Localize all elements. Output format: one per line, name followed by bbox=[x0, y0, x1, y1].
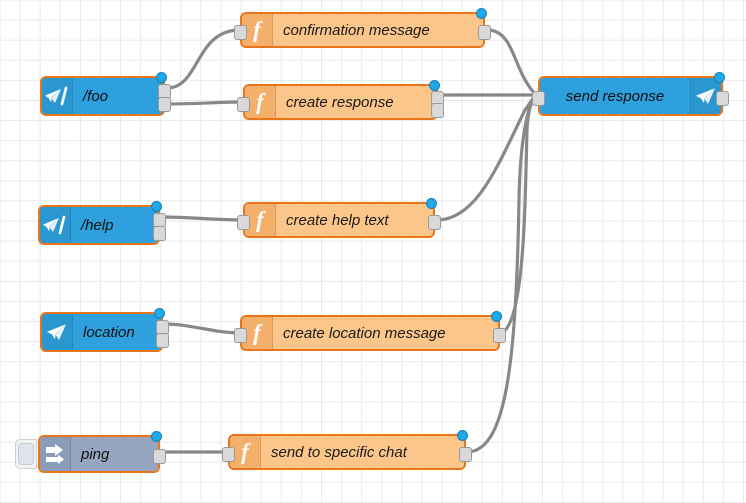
output-port-1[interactable] bbox=[153, 448, 166, 464]
svg-text:f: f bbox=[256, 90, 266, 114]
telegram-plane-icon bbox=[696, 88, 715, 104]
input-port[interactable] bbox=[234, 24, 247, 40]
input-port[interactable] bbox=[237, 96, 250, 112]
telegram-command-icon bbox=[42, 78, 73, 114]
telegram-plane-icon bbox=[690, 78, 721, 114]
wire-help-command-to-help-text[interactable] bbox=[160, 215, 245, 222]
status-dot bbox=[426, 198, 437, 209]
wire-foo-out1-to-confirmation[interactable] bbox=[165, 28, 242, 90]
node-send-to-specific-chat[interactable]: f send to specific chat bbox=[222, 430, 472, 470]
function-f-icon: f bbox=[242, 317, 273, 349]
output-port-1[interactable] bbox=[478, 24, 491, 40]
output-port-2[interactable] bbox=[153, 226, 166, 242]
output-port-1[interactable] bbox=[493, 327, 506, 343]
node-label: /help bbox=[81, 216, 114, 234]
node-label: ping bbox=[81, 445, 110, 463]
node-label: send response bbox=[565, 87, 665, 105]
inject-arrow-icon bbox=[40, 437, 71, 471]
status-dot bbox=[457, 430, 468, 441]
output-port-1[interactable] bbox=[716, 90, 729, 106]
function-f-icon: f bbox=[241, 440, 251, 464]
input-port[interactable] bbox=[237, 214, 250, 230]
function-f-icon: f bbox=[242, 14, 273, 46]
node-label: create location message bbox=[283, 324, 446, 342]
node-foo-command[interactable]: /foo bbox=[40, 72, 171, 116]
node-create-response[interactable]: f create response bbox=[237, 80, 444, 120]
telegram-command-icon bbox=[45, 86, 68, 106]
wire-location-msg-to-send-response[interactable] bbox=[500, 93, 538, 335]
telegram-plane-icon bbox=[47, 324, 66, 340]
svg-text:f: f bbox=[253, 18, 263, 42]
node-label: confirmation message bbox=[283, 21, 430, 39]
node-send-response[interactable]: send response bbox=[532, 72, 729, 116]
function-f-icon: f bbox=[245, 86, 276, 118]
node-label: create help text bbox=[286, 211, 389, 229]
svg-text:f: f bbox=[253, 321, 263, 345]
node-body[interactable]: /foo bbox=[42, 78, 163, 114]
status-dot bbox=[151, 431, 162, 442]
inject-trigger-button[interactable] bbox=[15, 439, 37, 469]
telegram-command-icon bbox=[40, 207, 71, 243]
node-create-help-text[interactable]: f create help text bbox=[237, 198, 441, 238]
node-label: create response bbox=[286, 93, 394, 111]
input-port[interactable] bbox=[532, 90, 545, 106]
wire-confirmation-to-send-response[interactable] bbox=[485, 28, 538, 97]
wire-foo-out2-to-create-response[interactable] bbox=[165, 100, 245, 106]
status-dot bbox=[156, 72, 167, 83]
output-port-1[interactable] bbox=[459, 446, 472, 462]
node-label: /foo bbox=[83, 87, 109, 105]
node-body[interactable]: /help bbox=[40, 207, 158, 243]
svg-text:f: f bbox=[241, 440, 251, 464]
node-body[interactable]: f create response bbox=[245, 86, 436, 118]
wire-specific-chat-to-send-response[interactable] bbox=[466, 93, 538, 454]
output-port-2[interactable] bbox=[158, 97, 171, 113]
node-label: location bbox=[83, 323, 135, 341]
function-f-icon: f bbox=[253, 18, 263, 42]
function-f-icon: f bbox=[253, 321, 263, 345]
node-body[interactable]: f confirmation message bbox=[242, 14, 483, 46]
status-dot bbox=[429, 80, 440, 91]
status-dot bbox=[154, 308, 165, 319]
status-dot bbox=[151, 201, 162, 212]
output-port-2[interactable] bbox=[431, 102, 444, 118]
inject-arrow-icon bbox=[46, 444, 64, 464]
input-port[interactable] bbox=[234, 327, 247, 343]
wire-location-to-location-msg[interactable] bbox=[163, 322, 242, 335]
node-confirmation-message[interactable]: f confirmation message bbox=[234, 8, 491, 48]
node-body[interactable]: send response bbox=[540, 78, 721, 114]
status-dot bbox=[714, 72, 725, 83]
inject-button-face bbox=[18, 443, 34, 465]
telegram-plane-icon bbox=[42, 314, 73, 350]
wire-help-text-to-send-response[interactable] bbox=[435, 93, 538, 222]
node-label: send to specific chat bbox=[271, 443, 407, 461]
node-body[interactable]: f create help text bbox=[245, 204, 433, 236]
svg-text:f: f bbox=[256, 208, 266, 232]
telegram-command-icon bbox=[43, 215, 66, 235]
node-body[interactable]: ping bbox=[40, 437, 158, 471]
node-body[interactable]: f create location message bbox=[242, 317, 498, 349]
function-f-icon: f bbox=[256, 208, 266, 232]
function-f-icon: f bbox=[230, 436, 261, 468]
node-body[interactable]: f send to specific chat bbox=[230, 436, 464, 468]
output-port-2[interactable] bbox=[156, 333, 169, 349]
status-dot bbox=[476, 8, 487, 19]
node-create-location-message[interactable]: f create location message bbox=[234, 311, 506, 351]
node-ping-inject[interactable]: ping bbox=[15, 431, 166, 473]
function-f-icon: f bbox=[256, 90, 266, 114]
node-body[interactable]: location bbox=[42, 314, 161, 350]
status-dot bbox=[491, 311, 502, 322]
node-help-command[interactable]: /help bbox=[38, 201, 166, 245]
input-port[interactable] bbox=[222, 446, 235, 462]
output-port-1[interactable] bbox=[428, 214, 441, 230]
function-f-icon: f bbox=[245, 204, 276, 236]
node-location-event[interactable]: location bbox=[40, 308, 169, 352]
